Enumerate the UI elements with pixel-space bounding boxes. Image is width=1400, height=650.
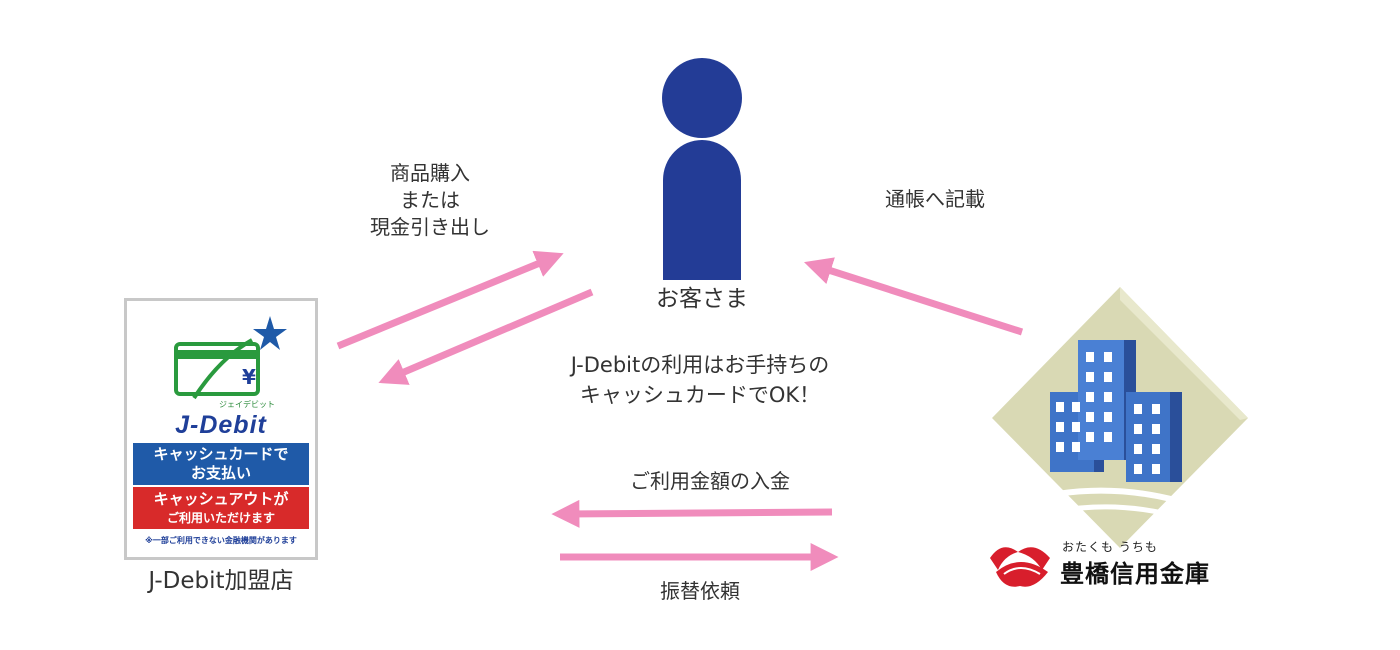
svg-text:¥: ¥ (242, 365, 256, 389)
arrow-merchant-to-customer (336, 250, 564, 350)
poster-blue-line-1: キャッシュカードで (153, 445, 289, 463)
poster-red-line-2: ご利用いただけます (166, 511, 275, 525)
transfer-label: 振替依頼 (660, 579, 740, 603)
deposit-label: ご利用金額の入金 (630, 469, 790, 493)
bank-name: 豊橋信用金庫 (1060, 560, 1210, 588)
purchase-label: 商品購入 または 現金引き出し (330, 160, 530, 241)
arrow-customer-to-merchant (378, 288, 594, 385)
bank-logo-icon (990, 547, 1050, 587)
merchant-label: J-Debit加盟店 (148, 568, 294, 594)
usage-note-line-2: キャッシュカードでOK！ (579, 383, 821, 407)
poster-blue-line-2: お支払い (190, 464, 251, 482)
jdebit-poster: ¥ ジェイデビット J-Debit キャッシュカードで お支払い キャッシュアウ… (124, 298, 318, 560)
poster-blue-band: キャッシュカードで お支払い (133, 443, 309, 485)
poster-red-line-1: キャッシュアウトが (153, 490, 289, 508)
bank-building-icon (992, 287, 1248, 548)
customer-label: お客さま (656, 286, 748, 312)
usage-note: J-Debitの利用はお手持ちの キャッシュカードでOK！ (520, 350, 880, 410)
jdebit-kana: ジェイデビット (219, 400, 275, 409)
arrow-bank-to-merchant (551, 499, 833, 528)
jdebit-logo: J-Debit (175, 411, 267, 439)
purchase-line-2: または (400, 188, 460, 212)
passbook-label: 通帳へ記載 (885, 187, 985, 211)
poster-red-band: キャッシュアウトが ご利用いただけます (133, 487, 309, 529)
bank-kana: おたくも うちも (1062, 540, 1158, 554)
poster-footnote: ※一部ご利用できない金融機関があります (145, 536, 297, 545)
purchase-line-3: 現金引き出し (370, 215, 490, 239)
arrow-bank-to-customer (804, 257, 1024, 336)
jdebit-card-icon: ¥ (174, 316, 287, 400)
usage-note-line-1: J-Debitの利用はお手持ちの (570, 353, 830, 377)
purchase-line-1: 商品購入 (390, 161, 470, 185)
person-icon (662, 58, 742, 280)
